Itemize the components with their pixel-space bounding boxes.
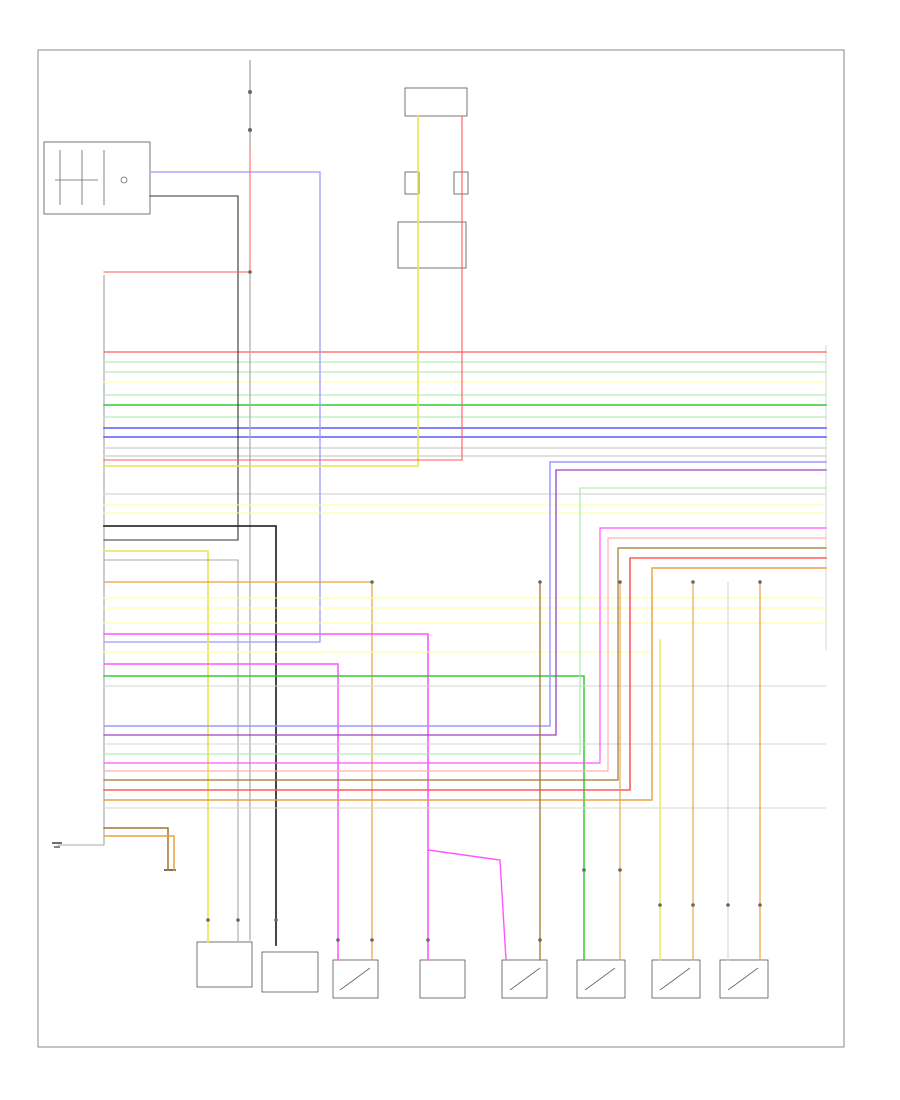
orange-ground-wire (103, 835, 175, 871)
ground-symbols (52, 842, 176, 871)
splice-dot (658, 903, 662, 907)
splice-dot (538, 938, 542, 942)
violet-return-wire (103, 469, 827, 736)
upper-sensor-assembly (397, 87, 469, 269)
splice-dot (618, 580, 622, 584)
red-return-wire (103, 557, 827, 791)
splice-dot (206, 918, 210, 922)
splice-dot (236, 918, 240, 922)
occupant-sensor-module (196, 941, 253, 988)
splice-dot (336, 938, 340, 942)
splice-dot (758, 580, 762, 584)
seat-belt-switch-5 (651, 959, 701, 999)
diagram-border (37, 49, 845, 1048)
yellow-signal-wire (103, 550, 209, 943)
seat-belt-switch-6 (719, 959, 769, 999)
control-module-top-left (43, 141, 151, 215)
seat-belt-switch-4 (576, 959, 626, 999)
orange-return-wire (103, 567, 827, 801)
splice-dot (274, 918, 278, 922)
green-return-wire (103, 487, 827, 755)
splice-dot (758, 903, 762, 907)
magenta-signal-wire-2 (103, 663, 339, 961)
seat-weight-sensor (261, 951, 319, 993)
splice-dot (248, 270, 252, 274)
yellow-sensor-wire (103, 115, 419, 467)
splice-dot (426, 938, 430, 942)
brown-ground-wire (103, 827, 169, 871)
magenta-drop-wire (427, 849, 507, 961)
seat-belt-switch-2 (419, 959, 466, 999)
bottom-components (196, 941, 769, 999)
fuse-junction-top (248, 60, 252, 150)
magenta-return-wire (103, 527, 827, 764)
splice-dot (370, 580, 374, 584)
splice-dot (691, 903, 695, 907)
wire-harness (57, 115, 827, 961)
red-sensor-wire (103, 115, 463, 461)
brown-return-wire (103, 547, 827, 781)
splice-points (206, 270, 762, 942)
blue-feed-wire (103, 171, 321, 643)
green-signal-wire (103, 675, 585, 961)
pink-return-wire (103, 537, 827, 772)
black-feed-wire (103, 195, 239, 541)
splice-dot (538, 580, 542, 584)
splice-dot (618, 868, 622, 872)
magenta-signal-wire (103, 633, 429, 961)
black-signal-wire (103, 525, 277, 946)
splice-dot (691, 580, 695, 584)
splice-dot (582, 868, 586, 872)
splice-dot (370, 938, 374, 942)
blue-return-wire (103, 461, 827, 727)
gray-signal-wire (103, 559, 239, 943)
splice-dot (726, 903, 730, 907)
